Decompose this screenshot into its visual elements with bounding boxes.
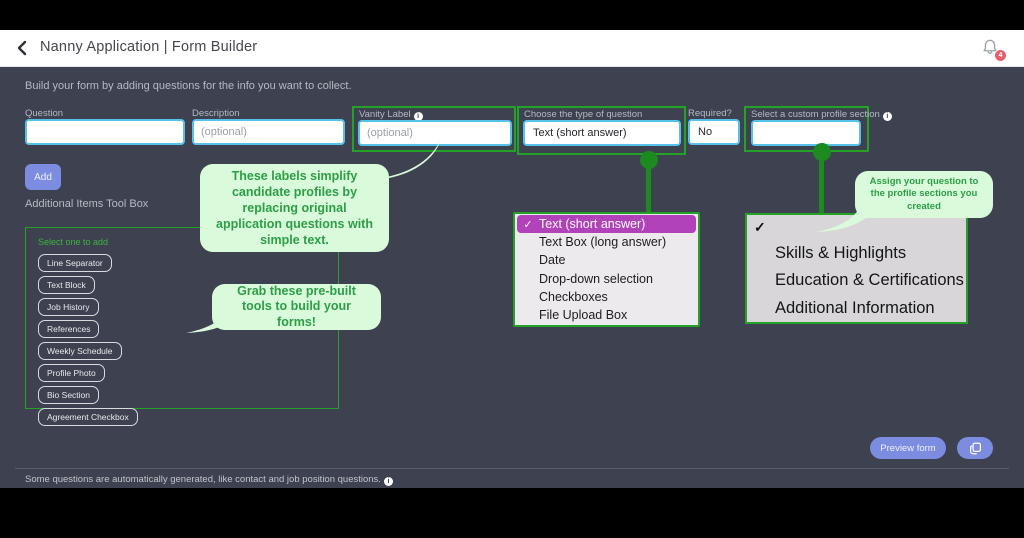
copy-button[interactable]	[957, 437, 993, 459]
description-input[interactable]	[192, 119, 345, 145]
main-content: Build your form by adding questions for …	[0, 67, 1024, 488]
callout-labels: These labels simplify candidate profiles…	[200, 164, 389, 252]
menu-item-label: Drop-down selection	[539, 271, 653, 286]
question-type-select[interactable]: Text (short answer)	[523, 120, 681, 146]
vanity-info-icon[interactable]: i	[413, 112, 423, 121]
header: Nanny Application | Form Builder 4	[0, 30, 1024, 67]
connector-dot-profile	[813, 143, 831, 161]
tool-line-separator-button[interactable]: Line Separator	[38, 254, 112, 272]
toolbox-title: Additional Items Tool Box	[25, 198, 149, 210]
menu-item-label: Text (short answer)	[539, 217, 646, 232]
menu-item-label: Date	[539, 253, 566, 268]
menu-item-dropdown[interactable]: Drop-down selection	[517, 270, 696, 288]
question-type-annotation-box: Choose the type of question Text (short …	[517, 106, 686, 155]
tool-references-button[interactable]: References	[38, 320, 100, 338]
vanity-label-input[interactable]	[358, 120, 512, 146]
menu-item-label: Checkboxes	[539, 289, 608, 304]
footer-note-text: Some questions are automatically generat…	[25, 474, 381, 485]
preview-form-button[interactable]: Preview form	[870, 437, 946, 459]
callout-tools: Grab these pre-built tools to build your…	[212, 284, 381, 330]
toolbox-hint: Select one to add	[38, 237, 109, 247]
letterbox-bottom	[0, 488, 1024, 538]
letterbox-top	[0, 0, 1024, 30]
footer-note: Some questions are automatically generat…	[25, 474, 393, 486]
question-type-dropdown: ✓ Text (short answer) Text Box (long ans…	[513, 212, 700, 327]
menu-item-label: Text Box (long answer)	[539, 235, 667, 250]
profile-section-label-text: Select a custom profile section	[751, 109, 880, 120]
toolbox-list: Line Separator Text Block Job History Re…	[38, 254, 138, 426]
profile-section-info-icon[interactable]: i	[882, 112, 892, 121]
menu-item-selected-blank[interactable]: ✓	[747, 215, 966, 240]
menu-item-file-upload[interactable]: File Upload Box	[517, 306, 696, 324]
menu-item-checkboxes[interactable]: Checkboxes	[517, 288, 696, 306]
question-type-label: Choose the type of question	[524, 109, 643, 120]
description-label: Description	[192, 108, 240, 119]
check-icon: ✓	[754, 219, 766, 235]
tool-job-history-button[interactable]: Job History	[38, 298, 99, 316]
add-button[interactable]: Add	[25, 164, 61, 190]
profile-sections-dropdown: ✓ Skills & Highlights Education & Certif…	[745, 213, 968, 324]
menu-item-text-short[interactable]: ✓ Text (short answer)	[517, 215, 696, 234]
intro-text: Build your form by adding questions for …	[25, 80, 352, 92]
check-icon: ✓	[523, 218, 533, 231]
toolbox-annotation-box: Select one to add Line Separator Text Bl…	[25, 227, 339, 426]
required-label: Required?	[688, 108, 732, 119]
callout-assign: Assign your question to the profile sect…	[855, 171, 993, 218]
tool-bio-section-button[interactable]: Bio Section	[38, 386, 99, 404]
notification-badge: 4	[995, 50, 1006, 61]
question-label: Question	[25, 108, 64, 119]
menu-item-skills[interactable]: Skills & Highlights	[775, 243, 907, 262]
menu-item-text-long[interactable]: Text Box (long answer)	[517, 233, 696, 251]
page-title: Nanny Application | Form Builder	[40, 39, 258, 55]
tool-weekly-schedule-button[interactable]: Weekly Schedule	[38, 342, 122, 360]
notification-bell-icon[interactable]: 4	[980, 37, 1006, 61]
question-input[interactable]	[25, 119, 185, 145]
back-icon[interactable]	[14, 39, 32, 57]
connector-dot-type	[640, 151, 658, 169]
connector-line-profile	[819, 152, 824, 213]
menu-item-additional[interactable]: Additional Information	[775, 298, 935, 317]
profile-section-input[interactable]	[751, 120, 861, 146]
footer-info-icon[interactable]: i	[383, 477, 393, 486]
required-select[interactable]: No	[688, 119, 740, 145]
connector-line-type	[646, 160, 651, 213]
tool-text-block-button[interactable]: Text Block	[38, 276, 95, 294]
menu-item-label: File Upload Box	[539, 307, 628, 322]
tool-agreement-checkbox-button[interactable]: Agreement Checkbox	[38, 408, 138, 426]
menu-item-education[interactable]: Education & Certifications	[775, 271, 964, 290]
vanity-label-text: Vanity Label	[359, 109, 411, 120]
tool-profile-photo-button[interactable]: Profile Photo	[38, 364, 105, 382]
copy-icon	[969, 442, 981, 454]
menu-item-date[interactable]: Date	[517, 251, 696, 269]
footer-divider	[15, 468, 1009, 469]
